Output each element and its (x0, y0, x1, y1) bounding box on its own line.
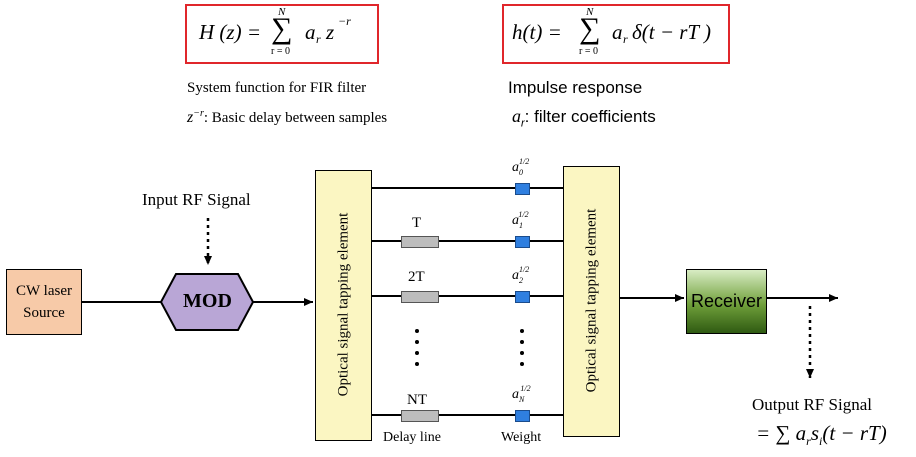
eq2-lhs: h(t) = (512, 20, 562, 44)
coeff-caption-a: a (512, 106, 521, 126)
impulse-response-caption: Impulse response (508, 78, 643, 97)
weight-sub-n: N (519, 395, 525, 404)
weight-0 (515, 183, 530, 195)
eq-sum-top: N (278, 6, 286, 18)
output-formula-sub-i: i (819, 434, 823, 449)
weight-a-2: a (512, 268, 519, 283)
laser-label-line1: CW laser (16, 283, 72, 299)
weight-sup-n: 1/2 (520, 384, 531, 393)
delay-label-n: NT (407, 392, 427, 408)
eq-sum-sign: ∑ (271, 12, 293, 45)
receiver-label: Receiver (690, 291, 763, 311)
weight-label-2: a2 1/2 (512, 265, 533, 285)
tap-right-label: Optical signal tapping element (583, 208, 600, 393)
eq2-sum-sign: ∑ (579, 12, 601, 45)
eq-term: a (305, 20, 316, 44)
eq2-term: a (612, 20, 623, 44)
cw-laser-source: CW laser Source (6, 269, 82, 335)
output-formula-lead: = ∑ a (756, 421, 807, 445)
branch-ellipsis-delay (415, 329, 419, 366)
eq-sum-bottom: r = 0 (271, 46, 290, 57)
delay-caption-text: : Basic delay between samples (203, 110, 388, 126)
delay-label-2: 2T (408, 269, 425, 285)
eq2-tail: δ(t − rT ) (632, 20, 711, 44)
branch-ellipsis-weight (520, 329, 524, 366)
mod-hexagon (159, 273, 255, 331)
eq2-term-sub: r (623, 32, 628, 46)
delay-line-1 (401, 236, 439, 248)
output-formula: = ∑ arsi(t − rT) (756, 421, 887, 449)
coeff-caption-sub: r (521, 117, 525, 130)
delay-caption-z: z (187, 109, 194, 126)
weight-a-0: a (512, 160, 519, 175)
weight-sup-0: 1/2 (519, 157, 530, 166)
delay-caption: z−r: Basic delay between samples (187, 108, 387, 127)
tap-left-label: Optical signal tapping element (335, 212, 352, 397)
receiver-block: Receiver (686, 269, 767, 334)
weight-a-1: a (512, 213, 519, 228)
system-function-equation-box: H (z) = N ∑ r = 0 a r z −r (185, 4, 379, 64)
weight-n (515, 410, 530, 422)
coeff-caption-text: : filter coefficients (524, 107, 656, 126)
laser-label-line2: Source (23, 305, 65, 321)
weight-label-n: aN 1/2 (512, 384, 535, 404)
eq-tail: z (326, 20, 335, 44)
weight-sup-1: 1/2 (518, 210, 529, 219)
coeff-caption: ar: filter coefficients (512, 106, 656, 129)
weight-column-label: Weight (501, 430, 542, 445)
input-rf-signal-label: Input RF Signal (142, 190, 251, 209)
weight-1 (515, 236, 530, 248)
output-formula-s: s (810, 421, 820, 445)
tap-element-left: Optical signal tapping element (315, 170, 372, 441)
weight-label-1: a1 1/2 (512, 210, 533, 230)
output-formula-tail: (t − rT) (822, 421, 887, 445)
eq-tail-sup: −r (338, 14, 351, 28)
delay-caption-sup: −r (193, 108, 204, 119)
weight-a-n: a (512, 387, 519, 402)
weight-sup-2: 1/2 (519, 265, 530, 274)
system-function-caption: System function for FIR filter (187, 80, 367, 96)
tap-element-right: Optical signal tapping element (563, 166, 620, 437)
weight-sub-0: 0 (519, 168, 523, 177)
delay-line-n (401, 410, 439, 422)
weight-sub-2: 2 (519, 276, 523, 285)
delay-line-2 (401, 291, 439, 303)
weight-sub-1: 1 (519, 221, 523, 230)
eq2-sum-top: N (586, 6, 594, 18)
mod-label: MOD (183, 290, 232, 312)
delay-label-1: T (412, 215, 422, 231)
eq2-sum-bottom: r = 0 (579, 46, 598, 57)
weight-2 (515, 291, 530, 303)
eq-term-sub: r (316, 32, 321, 46)
weight-label-0: a0 1/2 (512, 157, 533, 177)
eq-lhs: H (z) = (199, 20, 261, 44)
delay-line-label: Delay line (383, 430, 441, 445)
output-formula-sub-r: r (806, 434, 811, 449)
impulse-response-equation-box: h(t) = N ∑ r = 0 a r δ(t − rT ) (502, 4, 730, 64)
output-rf-signal-label: Output RF Signal (752, 395, 872, 414)
